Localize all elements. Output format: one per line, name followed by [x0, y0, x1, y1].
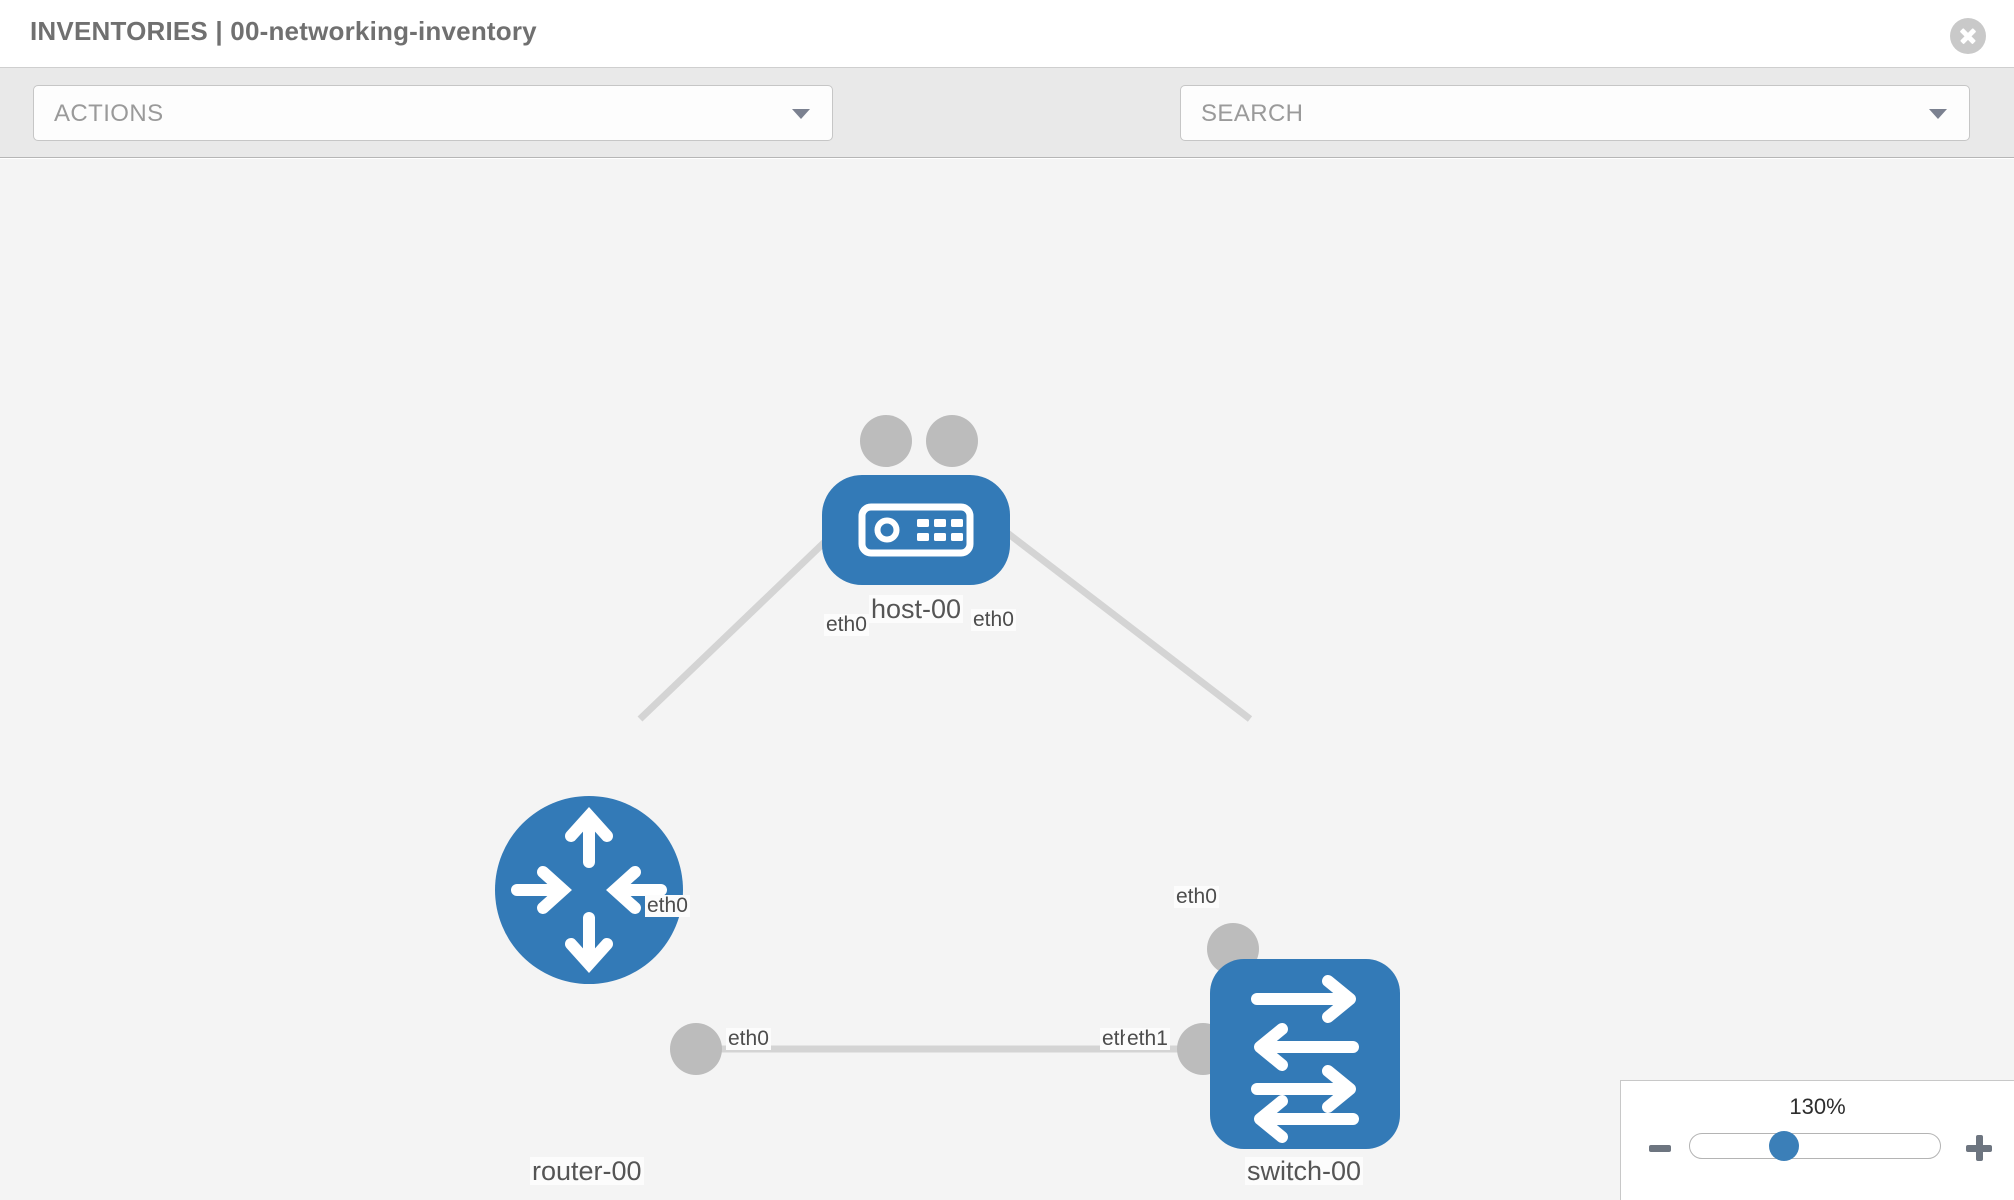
topology-toolbar: ACTIONS SEARCH	[0, 68, 2014, 200]
node-router-00-shape[interactable]	[495, 796, 683, 984]
connector-dot	[926, 415, 978, 467]
node-label-host-00: host-00	[869, 594, 964, 624]
window-header: INVENTORIES | 00-networking-inventory	[0, 0, 2014, 68]
chevron-down-icon	[1929, 109, 1947, 119]
node-host-00-shape[interactable]	[822, 475, 1010, 585]
edge-label: eth0	[824, 613, 869, 637]
node-router-00[interactable]	[495, 796, 683, 984]
node-host-00[interactable]	[822, 475, 1010, 585]
topology-canvas[interactable]: eth0 eth0 eth0 eth0 eth0 eth eth1 host-0…	[0, 159, 2014, 1200]
node-switch-00[interactable]	[1210, 959, 1400, 1149]
connector-dot	[860, 415, 912, 467]
zoom-control-panel: 130%	[1620, 1080, 2014, 1200]
node-label-router-00: router-00	[530, 1156, 644, 1186]
close-icon[interactable]	[1950, 18, 1986, 54]
router-arrows-icon	[511, 807, 667, 973]
edge-label: eth	[1100, 1027, 1134, 1051]
topology-graph	[495, 415, 1400, 1149]
zoom-slider-track[interactable]	[1689, 1133, 1941, 1159]
node-label-switch-00: switch-00	[1245, 1156, 1364, 1186]
node-switch-00-shape[interactable]	[1210, 959, 1400, 1149]
actions-dropdown[interactable]: ACTIONS	[33, 85, 833, 141]
edge-label: eth0	[726, 1027, 771, 1051]
search-placeholder: SEARCH	[1201, 100, 1304, 127]
server-icon	[858, 503, 974, 557]
search-input[interactable]: SEARCH	[1180, 85, 1970, 141]
edge-label: eth1	[1125, 1027, 1170, 1051]
chevron-down-icon	[792, 109, 810, 119]
actions-dropdown-label: ACTIONS	[54, 100, 164, 127]
edge-label: eth0	[1174, 885, 1219, 909]
edge-label: eth0	[645, 894, 690, 918]
page-title: INVENTORIES | 00-networking-inventory	[30, 16, 537, 46]
zoom-in-button[interactable]	[1966, 1135, 1992, 1161]
topology-connectors	[670, 415, 1259, 1075]
switch-arrows-icon	[1251, 975, 1359, 1143]
zoom-slider-thumb[interactable]	[1769, 1131, 1799, 1161]
zoom-out-button[interactable]	[1649, 1145, 1671, 1152]
edge-label: eth0	[971, 608, 1016, 632]
connector-dot	[670, 1023, 722, 1075]
zoom-percent-label: 130%	[1789, 1094, 1846, 1119]
